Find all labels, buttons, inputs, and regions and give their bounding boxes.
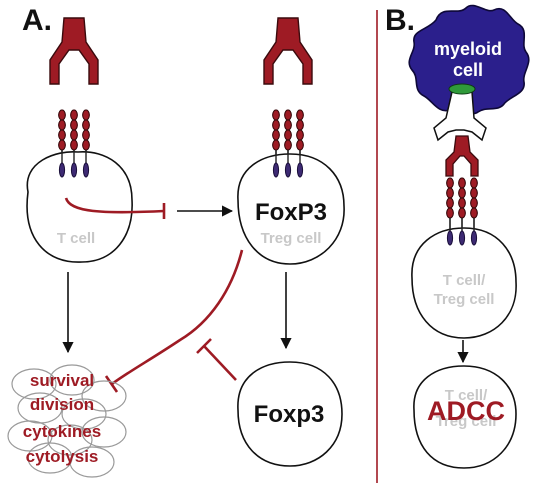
- tcr-receptor-right-front: [273, 110, 304, 177]
- tcell-treg-label-line2: Treg cell: [434, 291, 495, 308]
- antibody-right: [263, 17, 313, 85]
- inhibition-bar-foxp3: [196, 338, 212, 354]
- adcc-cell-circle: [413, 365, 517, 469]
- inhibition-bar-functions: [104, 375, 119, 393]
- myeloid-cell-label-line1: myeloid: [434, 39, 502, 59]
- adcc-bg-label-line2: Treg cell: [436, 413, 497, 430]
- function-cytolysis: cytolysis: [26, 447, 99, 466]
- fc-binding-site: [448, 83, 476, 95]
- function-cytokines: cytokines: [23, 422, 101, 441]
- tcell-treg-circle: [411, 227, 517, 339]
- panel-a-label: A.: [22, 4, 52, 37]
- inhibition-line-tcell: [64, 197, 165, 214]
- treg-cell-circle: [237, 153, 345, 265]
- t-cell-label: T cell: [57, 230, 95, 247]
- treg-cell-label: Treg cell: [261, 230, 322, 247]
- tcell-treg-label-line1: T cell/: [443, 272, 486, 289]
- adcc-bg-label-line1: T cell/: [445, 387, 488, 404]
- inhibition-line-foxp3: [203, 345, 237, 381]
- panel-b-label: B.: [385, 4, 415, 37]
- adcc-label: ADCC: [427, 396, 505, 426]
- antibody-left: [49, 17, 99, 85]
- fc-receptor: [433, 91, 487, 142]
- function-survival: survival: [30, 371, 94, 390]
- foxp3-cell-label: Foxp3: [254, 401, 325, 428]
- inhibition-line-treg-to-functions: [111, 249, 244, 386]
- antibody-b: [445, 135, 479, 177]
- tcr-receptor-b-front: [447, 178, 478, 245]
- t-cell-circle: [26, 151, 133, 263]
- foxp3-cell-circle: [237, 361, 343, 467]
- function-division: division: [30, 395, 94, 414]
- myeloid-cell-label-line2: cell: [453, 60, 483, 80]
- tcr-receptor-left-front: [59, 110, 90, 177]
- foxp3-marker-label: FoxP3: [255, 199, 327, 226]
- myeloid-cell: [408, 4, 530, 115]
